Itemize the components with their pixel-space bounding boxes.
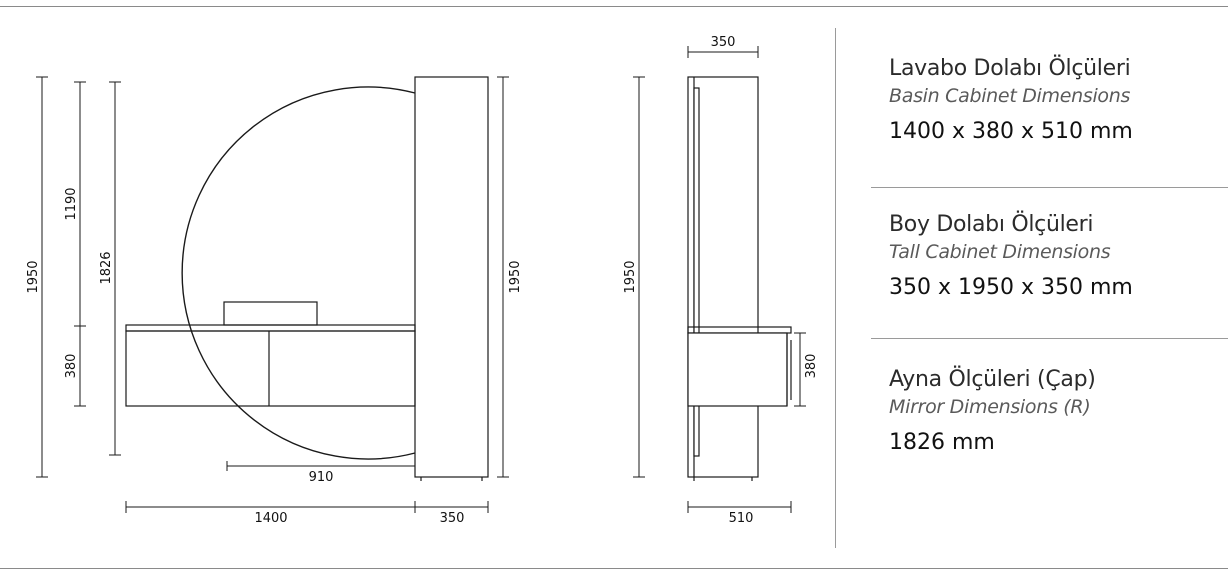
- spec-basin-cabinet: Lavabo Dolabı Ölçüleri Basin Cabinet Dim…: [889, 56, 1219, 144]
- spec-separator: [871, 187, 1228, 188]
- spec-title-tr: Lavabo Dolabı Ölçüleri: [889, 56, 1131, 81]
- dim-lines-front-bottom: [125, 461, 489, 513]
- spec-title-en: Tall Cabinet Dimensions: [889, 241, 1111, 263]
- spec-title-en: Mirror Dimensions (R): [889, 396, 1091, 418]
- basin-sink: [223, 301, 318, 326]
- label-basin-height-front: 380: [64, 354, 79, 379]
- label-side-basin-height: 380: [804, 354, 819, 379]
- spec-value: 1826 mm: [889, 430, 995, 455]
- basin-countertop-side: [687, 326, 792, 334]
- top-border-rule: [0, 6, 1228, 7]
- spec-value: 1400 x 380 x 510 mm: [889, 119, 1133, 144]
- label-basin-width: 1400: [254, 511, 287, 526]
- spec-mirror: Ayna Ölçüleri (Çap) Mirror Dimensions (R…: [889, 367, 1219, 455]
- tall-cabinet-side: [687, 76, 759, 478]
- round-mirror: [181, 86, 416, 460]
- spec-tall-cabinet: Boy Dolabı Ölçüleri Tall Cabinet Dimensi…: [889, 212, 1219, 300]
- spec-title-tr: Boy Dolabı Ölçüleri: [889, 212, 1094, 237]
- spec-separator: [871, 338, 1228, 339]
- dim-lines-front-right: [497, 76, 509, 478]
- label-side-top-depth: 350: [711, 35, 736, 50]
- label-side-bottom-depth: 510: [729, 511, 754, 526]
- bottom-border-rule: [0, 568, 1228, 569]
- label-front-total-height: 1950: [26, 260, 41, 293]
- basin-countertop: [125, 324, 416, 332]
- spec-title-tr: Ayna Ölçüleri (Çap): [889, 367, 1096, 392]
- label-tall-height-front: 1950: [508, 260, 523, 293]
- panel-divider: [835, 28, 836, 548]
- label-mirror-diameter: 1826: [99, 251, 114, 284]
- spec-title-en: Basin Cabinet Dimensions: [889, 85, 1131, 107]
- label-side-height: 1950: [623, 260, 638, 293]
- label-tall-width: 350: [440, 511, 465, 526]
- basin-cabinet: [125, 330, 416, 407]
- side-view: [633, 46, 806, 513]
- tall-cabinet: [414, 76, 489, 478]
- label-mirror-top: 1190: [64, 187, 79, 220]
- tall-cabinet-side-inset: [693, 87, 700, 457]
- basin-cabinet-side: [687, 332, 788, 407]
- dim-lines-front-left: [36, 76, 121, 478]
- label-mirror-offset: 910: [309, 470, 334, 485]
- dim-lines-side: [633, 46, 806, 513]
- front-view: [36, 76, 509, 513]
- spec-value: 350 x 1950 x 350 mm: [889, 275, 1133, 300]
